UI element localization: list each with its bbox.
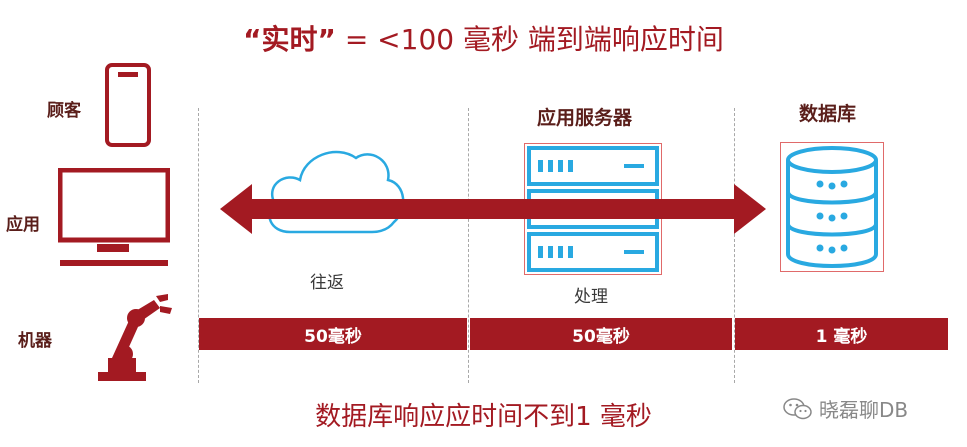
divider-1: [198, 108, 199, 383]
title-rest: = <100 毫秒 端到端响应时间: [335, 23, 724, 56]
divider-2: [468, 108, 469, 383]
label-app-server: 应用服务器: [537, 107, 633, 129]
roundtrip-arrow: [220, 184, 766, 234]
phone-icon: [105, 63, 151, 147]
timing-segment-1: 50毫秒: [199, 318, 467, 350]
label-database: 数据库: [799, 103, 857, 125]
label-machine: 机器: [18, 331, 52, 351]
label-application: 应用: [6, 215, 40, 235]
monitor-icon: [58, 168, 170, 266]
robot-arm-icon: [98, 294, 172, 381]
divider-3: [734, 108, 735, 383]
title-quoted: “实时”: [243, 23, 336, 56]
timing-segment-3: 1 毫秒: [735, 318, 948, 350]
timing-segment-2: 50毫秒: [470, 318, 732, 350]
label-roundtrip: 往返: [310, 273, 344, 293]
database-icon: [780, 142, 884, 272]
page-title: “实时” = <100 毫秒 端到端响应时间: [0, 18, 967, 58]
watermark: 晓磊聊DB: [783, 394, 908, 423]
wechat-icon: [783, 397, 812, 419]
watermark-text: 晓磊聊DB: [819, 398, 909, 422]
label-customer: 顾客: [47, 101, 81, 121]
label-processing: 处理: [574, 287, 608, 307]
footer-text: 数据库响应应时间不到1 毫秒: [315, 402, 652, 432]
